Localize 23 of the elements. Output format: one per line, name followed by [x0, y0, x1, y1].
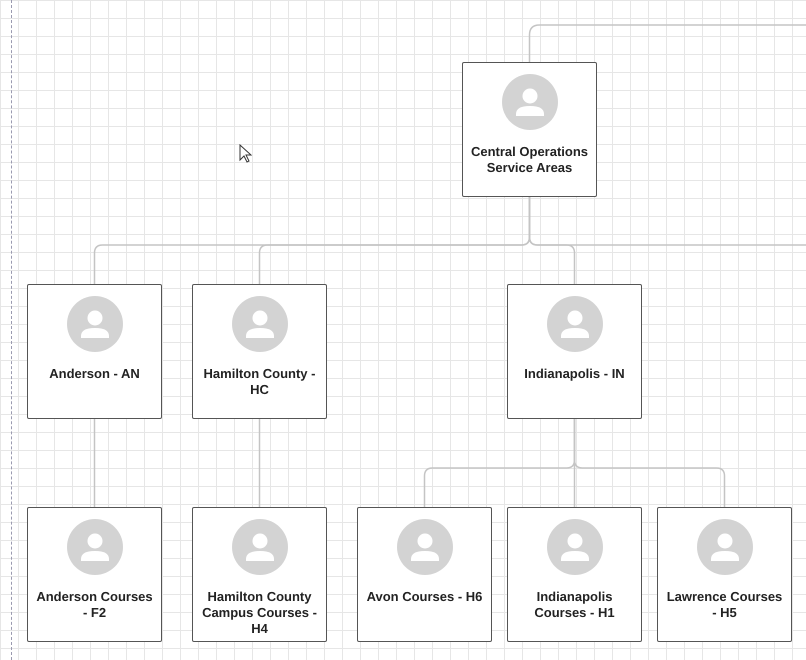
node-title: Avon Courses - H6 [366, 589, 484, 605]
connector-line [528, 24, 806, 62]
node-title: Indianapolis - IN [523, 366, 626, 382]
connector-line [94, 419, 96, 507]
org-chart-card [27, 507, 162, 642]
node-title: Hamilton County - HC [202, 366, 316, 398]
org-chart-card [357, 507, 492, 642]
org-chart-card [192, 507, 327, 642]
node-title: Hamilton County Campus Courses - H4 [201, 589, 318, 637]
node-title: Anderson - AN [48, 366, 141, 382]
org-chart-card [27, 284, 162, 419]
org-chart-card [657, 507, 792, 642]
org-chart-card [507, 284, 642, 419]
node-title: Central Operations Service Areas [470, 144, 590, 176]
org-chart-card [192, 284, 327, 419]
node-title: Lawrence Courses - H5 [666, 589, 784, 621]
connector-line [574, 419, 726, 507]
node-title: Anderson Courses - F2 [35, 589, 154, 621]
connector-line [258, 419, 260, 507]
connector-line [528, 197, 806, 246]
org-chart-card [462, 62, 597, 197]
org-chart-card [507, 507, 642, 642]
node-title: Indianapolis Courses - H1 [533, 589, 616, 621]
